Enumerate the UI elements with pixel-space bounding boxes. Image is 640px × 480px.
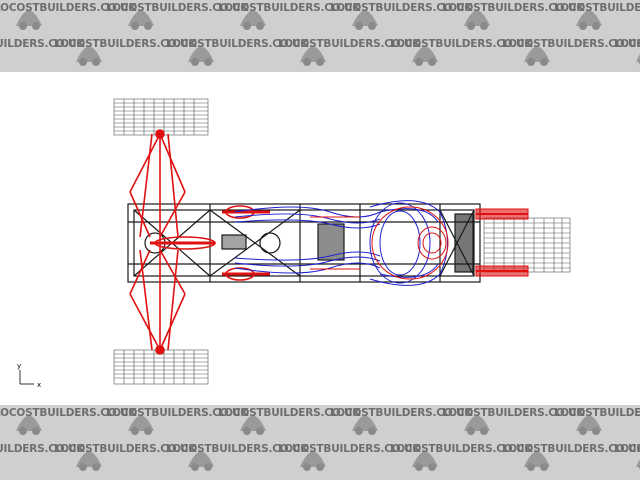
watermark-tile: LOCOSTBUILDERS.CO.UK bbox=[388, 36, 533, 72]
car-logo-icon bbox=[76, 46, 102, 66]
watermark-tile: LOCOSTBUILDERS.CO.UK bbox=[612, 36, 640, 72]
car-logo-icon bbox=[240, 415, 266, 435]
watermark-tile: LOCOSTBUILDERS.CO.UK bbox=[164, 441, 309, 477]
watermark-text: LOCOSTBUILDERS.CO.UK bbox=[390, 38, 533, 50]
axis-indicator bbox=[19, 370, 34, 385]
watermark-tile: LOCOSTBUILDERS.CO.UK bbox=[276, 441, 421, 477]
car-logo-icon bbox=[240, 10, 266, 30]
watermark-text: LOCOSTBUILDERS.CO.UK bbox=[614, 443, 640, 455]
axis-y-label: y bbox=[17, 362, 21, 370]
watermark-tile: LOCOSTBUILDERS.CO.UK bbox=[328, 405, 473, 441]
watermark-text: LOCOSTBUILDERS.CO.UK bbox=[218, 407, 361, 419]
car-logo-icon bbox=[128, 415, 154, 435]
watermark-text: LOCOSTBUILDERS.CO.UK bbox=[442, 2, 585, 14]
car-logo-icon bbox=[352, 415, 378, 435]
watermark-text: LOCOSTBUILDERS.CO.UK bbox=[54, 443, 197, 455]
watermark-tile: LOCOSTBUILDERS.CO.UK bbox=[104, 405, 249, 441]
watermark-text: LOCOSTBUILDERS.CO.UK bbox=[54, 38, 197, 50]
watermark-tile: LOCOSTBUILDERS.CO.UK bbox=[552, 0, 640, 36]
car-logo-icon bbox=[16, 10, 42, 30]
watermark-tile: LOCOSTBUILDERS.CO.UK bbox=[164, 36, 309, 72]
watermark-text: LOCOSTBUILDERS.CO.UK bbox=[442, 407, 585, 419]
car-logo-icon bbox=[576, 10, 602, 30]
watermark-text: LOCOSTBUILDERS.CO.UK bbox=[554, 2, 640, 14]
car-logo-icon bbox=[464, 10, 490, 30]
axis-x-label: x bbox=[37, 381, 41, 389]
watermark-text: LOCOSTBUILDERS.CO.UK bbox=[106, 407, 249, 419]
engine-gearbox bbox=[234, 200, 448, 286]
watermark-tile: LOCOSTBUILDERS.CO.UK bbox=[104, 0, 249, 36]
watermark-tile: LOCOSTBUILDERS.CO.UK bbox=[52, 36, 197, 72]
watermark-tile: LOCOSTBUILDERS.CO.UK bbox=[440, 405, 585, 441]
watermark-text: LOCOSTBUILDERS.CO.UK bbox=[278, 38, 421, 50]
watermark-tile: LOCOSTBUILDERS.CO.UK bbox=[328, 0, 473, 36]
watermark-tile: LOCOSTBUILDERS.CO.UK bbox=[0, 405, 137, 441]
watermark-text: LOCOSTBUILDERS.CO.UK bbox=[0, 38, 85, 50]
watermark-text: LOCOSTBUILDERS.CO.UK bbox=[554, 407, 640, 419]
car-logo-icon bbox=[76, 451, 102, 471]
watermark-tile: LOCOSTBUILDERS.CO.UK bbox=[216, 405, 361, 441]
car-logo-icon bbox=[188, 46, 214, 66]
rear-wheel bbox=[483, 217, 571, 273]
watermark-tile: LOCOSTBUILDERS.CO.UK bbox=[52, 441, 197, 477]
cad-viewport[interactable]: y x bbox=[0, 72, 640, 405]
car-logo-icon bbox=[524, 46, 550, 66]
seat-and-rear-suspension bbox=[310, 206, 529, 280]
watermark-text: LOCOSTBUILDERS.CO.UK bbox=[614, 38, 640, 50]
chassis-drawing: y x bbox=[17, 98, 571, 389]
watermark-text: LOCOSTBUILDERS.CO.UK bbox=[502, 443, 640, 455]
watermark-text: LOCOSTBUILDERS.CO.UK bbox=[106, 2, 249, 14]
watermark-tile: LOCOSTBUILDERS.CO.UK bbox=[612, 441, 640, 477]
watermark-tile: LOCOSTBUILDERS.CO.UK bbox=[500, 441, 640, 477]
watermark-text: LOCOSTBUILDERS.CO.UK bbox=[278, 443, 421, 455]
watermark-tile: LOCOSTBUILDERS.CO.UK bbox=[388, 441, 533, 477]
watermark-tile: LOCOSTBUILDERS.CO.UK bbox=[0, 0, 137, 36]
watermark-text: LOCOSTBUILDERS.CO.UK bbox=[218, 2, 361, 14]
car-logo-icon bbox=[576, 415, 602, 435]
car-logo-icon bbox=[524, 451, 550, 471]
watermark-tile: LOCOSTBUILDERS.CO.UK bbox=[0, 441, 85, 477]
car-logo-icon bbox=[128, 10, 154, 30]
watermark-text: LOCOSTBUILDERS.CO.UK bbox=[0, 443, 85, 455]
watermark-row: LOCOSTBUILDERS.CO.UKLOCOSTBUILDERS.CO.UK… bbox=[0, 441, 640, 477]
car-logo-icon bbox=[188, 451, 214, 471]
car-logo-icon bbox=[412, 46, 438, 66]
watermark-tile: LOCOSTBUILDERS.CO.UK bbox=[500, 36, 640, 72]
watermark-tile: LOCOSTBUILDERS.CO.UK bbox=[440, 0, 585, 36]
car-logo-icon bbox=[352, 10, 378, 30]
watermark-tile: LOCOSTBUILDERS.CO.UK bbox=[552, 405, 640, 441]
watermark-text: LOCOSTBUILDERS.CO.UK bbox=[330, 407, 473, 419]
watermark-text: LOCOSTBUILDERS.CO.UK bbox=[330, 2, 473, 14]
watermark-row: LOCOSTBUILDERS.CO.UKLOCOSTBUILDERS.CO.UK… bbox=[0, 36, 640, 72]
watermark-tile: LOCOSTBUILDERS.CO.UK bbox=[276, 36, 421, 72]
car-logo-icon bbox=[464, 415, 490, 435]
car-logo-icon bbox=[412, 451, 438, 471]
watermark-text: LOCOSTBUILDERS.CO.UK bbox=[166, 443, 309, 455]
car-logo-icon bbox=[300, 46, 326, 66]
watermark-text: LOCOSTBUILDERS.CO.UK bbox=[502, 38, 640, 50]
watermark-text: LOCOSTBUILDERS.CO.UK bbox=[0, 2, 137, 14]
watermark-tile: LOCOSTBUILDERS.CO.UK bbox=[216, 0, 361, 36]
watermark-text: LOCOSTBUILDERS.CO.UK bbox=[390, 443, 533, 455]
front-wheel-top bbox=[113, 98, 209, 136]
chassis-frame bbox=[127, 203, 481, 283]
car-logo-icon bbox=[300, 451, 326, 471]
watermark-text: LOCOSTBUILDERS.CO.UK bbox=[0, 407, 137, 419]
front-suspension bbox=[129, 129, 270, 355]
car-logo-icon bbox=[16, 415, 42, 435]
front-wheel-bottom bbox=[113, 349, 209, 385]
watermark-text: LOCOSTBUILDERS.CO.UK bbox=[166, 38, 309, 50]
watermark-tile: LOCOSTBUILDERS.CO.UK bbox=[0, 36, 85, 72]
